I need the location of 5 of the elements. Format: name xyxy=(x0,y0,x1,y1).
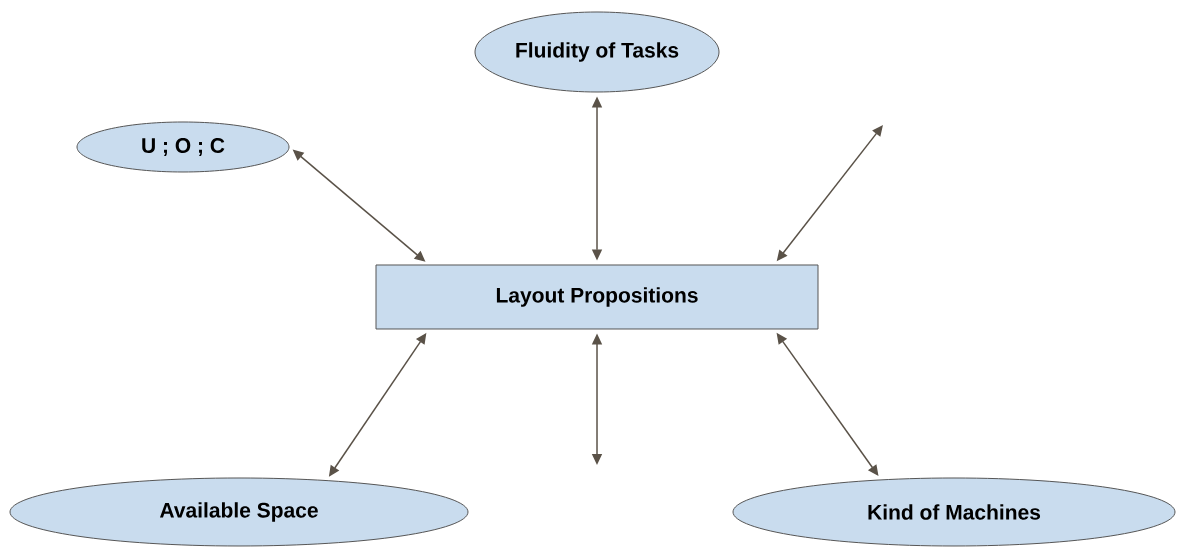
process-box: Layout Propositions xyxy=(375,264,819,330)
ellipse-node: U ; O ; C xyxy=(76,121,290,173)
ellipse-node: Fluidity of Tasks xyxy=(474,11,720,93)
ellipse-node: Available Space xyxy=(9,477,469,547)
ellipse-node: Kind of Machines xyxy=(732,477,1176,547)
